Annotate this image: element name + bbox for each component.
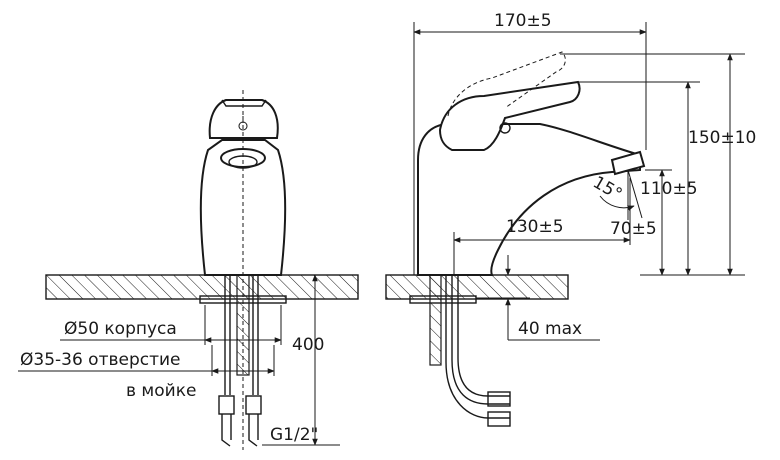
front-hose-left	[224, 275, 231, 395]
front-countertop	[45, 274, 359, 300]
hole-diameter-label: Ø35-36 отверстие	[20, 350, 181, 370]
front-faucet-body	[199, 139, 287, 276]
width-total-label: 170±5	[494, 11, 552, 31]
side-view: 170±5 150±10 110±5 70±5 130±5 15° 40 max	[385, 11, 756, 427]
side-handle	[438, 80, 581, 151]
spout-height-label: 110±5	[640, 179, 698, 199]
hole-location-label: в мойке	[126, 381, 196, 401]
body-diameter-label: Ø50 корпуса	[64, 319, 177, 339]
spout-reach-label: 130±5	[506, 217, 564, 237]
front-aerator	[220, 148, 266, 168]
side-handle-raised	[447, 51, 566, 117]
spout-underside-label: 70±5	[610, 219, 657, 239]
counter-thickness-label: 40 max	[518, 319, 582, 339]
angle-label: 15°	[589, 173, 625, 205]
front-view: Ø50 корпуса Ø35-36 отверстие в мойке 400…	[18, 90, 359, 450]
side-stud	[429, 274, 442, 366]
side-aerator	[610, 150, 646, 176]
thread-label: G1/2"	[270, 425, 318, 445]
height-total-label: 150±10	[688, 128, 756, 148]
front-handle	[208, 99, 279, 139]
front-hose-right	[252, 275, 259, 395]
hose-length-label: 400	[292, 335, 324, 355]
